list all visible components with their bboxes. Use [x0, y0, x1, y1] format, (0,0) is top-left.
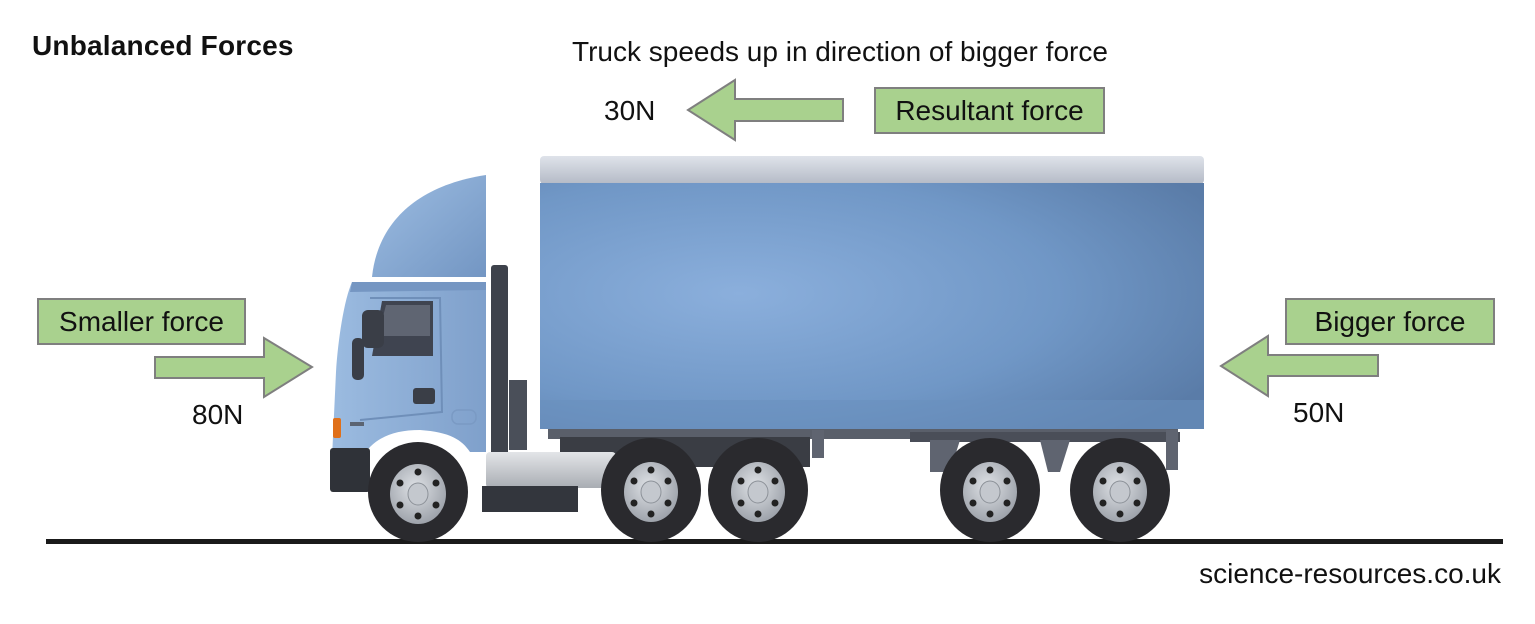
wheel — [940, 438, 1040, 542]
resultant-force-label: Resultant force — [874, 87, 1105, 134]
bigger-force-label: Bigger force — [1285, 298, 1495, 345]
truck-icon — [330, 156, 1204, 542]
wheel — [368, 442, 468, 542]
smaller-force-value: 80N — [192, 399, 244, 430]
smaller-force-label: Smaller force — [37, 298, 246, 345]
resultant-force-value: 30N — [604, 95, 656, 126]
bigger-force-value: 50N — [1293, 397, 1345, 428]
diagram-subtitle: Truck speeds up in direction of bigger f… — [572, 36, 1108, 67]
ground-line — [46, 539, 1503, 544]
wheel — [708, 438, 808, 542]
wheel — [601, 438, 701, 542]
bigger-force-arrow — [1219, 334, 1379, 398]
resultant-force-arrow — [686, 78, 844, 142]
wheel — [1070, 438, 1170, 542]
source-credit: science-resources.co.uk — [1199, 558, 1501, 589]
lug-nuts — [396, 466, 1141, 520]
smaller-force-arrow — [154, 336, 314, 399]
page-title: Unbalanced Forces — [32, 30, 294, 61]
